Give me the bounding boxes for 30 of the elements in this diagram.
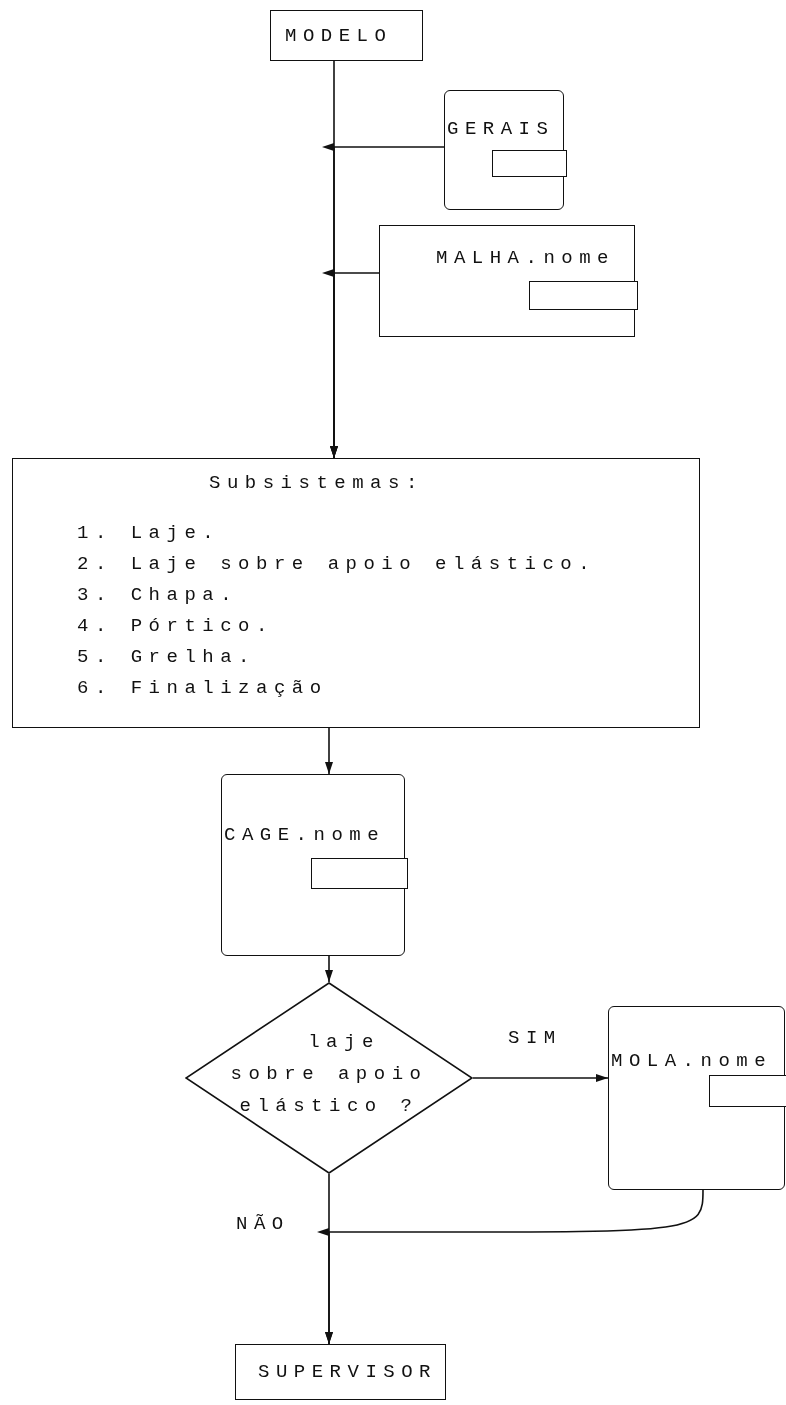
process-box [235, 1344, 446, 1400]
list-item: 4. Pórtico. [77, 614, 274, 638]
list-item: 3. Chapa. [77, 583, 239, 607]
file-box [444, 90, 564, 210]
box-label: GERAIS [447, 117, 555, 141]
arrow [325, 727, 333, 775]
process-box [12, 458, 700, 728]
decision-diamond [185, 982, 473, 1174]
index-tab [709, 1075, 786, 1107]
list-item: 5. Grelha. [77, 645, 257, 669]
box-label: SUPERVISOR [258, 1360, 438, 1384]
list-item: 6. Finalização [77, 676, 328, 700]
file-box [221, 774, 405, 956]
file-box [608, 1006, 785, 1190]
arrow [472, 1074, 609, 1082]
box-heading: Subsistemas: [209, 471, 424, 495]
box-label: MALHA.nome [436, 246, 616, 270]
index-tab [529, 281, 638, 310]
box-label: CAGE.nome [224, 823, 386, 847]
index-tab [311, 858, 408, 889]
decision-text: laje sobre apoio elástico ? [229, 1030, 429, 1119]
list-item: 1. Laje. [77, 521, 221, 545]
box-label: MOLA.nome [611, 1049, 773, 1073]
process-box [379, 225, 635, 337]
arrow [325, 955, 333, 983]
list-item: 2. Laje sobre apoio elástico. [77, 552, 597, 576]
index-tab [492, 150, 567, 177]
process-box [270, 10, 423, 61]
box-label: MODELO [285, 24, 393, 48]
arrow [317, 1189, 704, 1345]
